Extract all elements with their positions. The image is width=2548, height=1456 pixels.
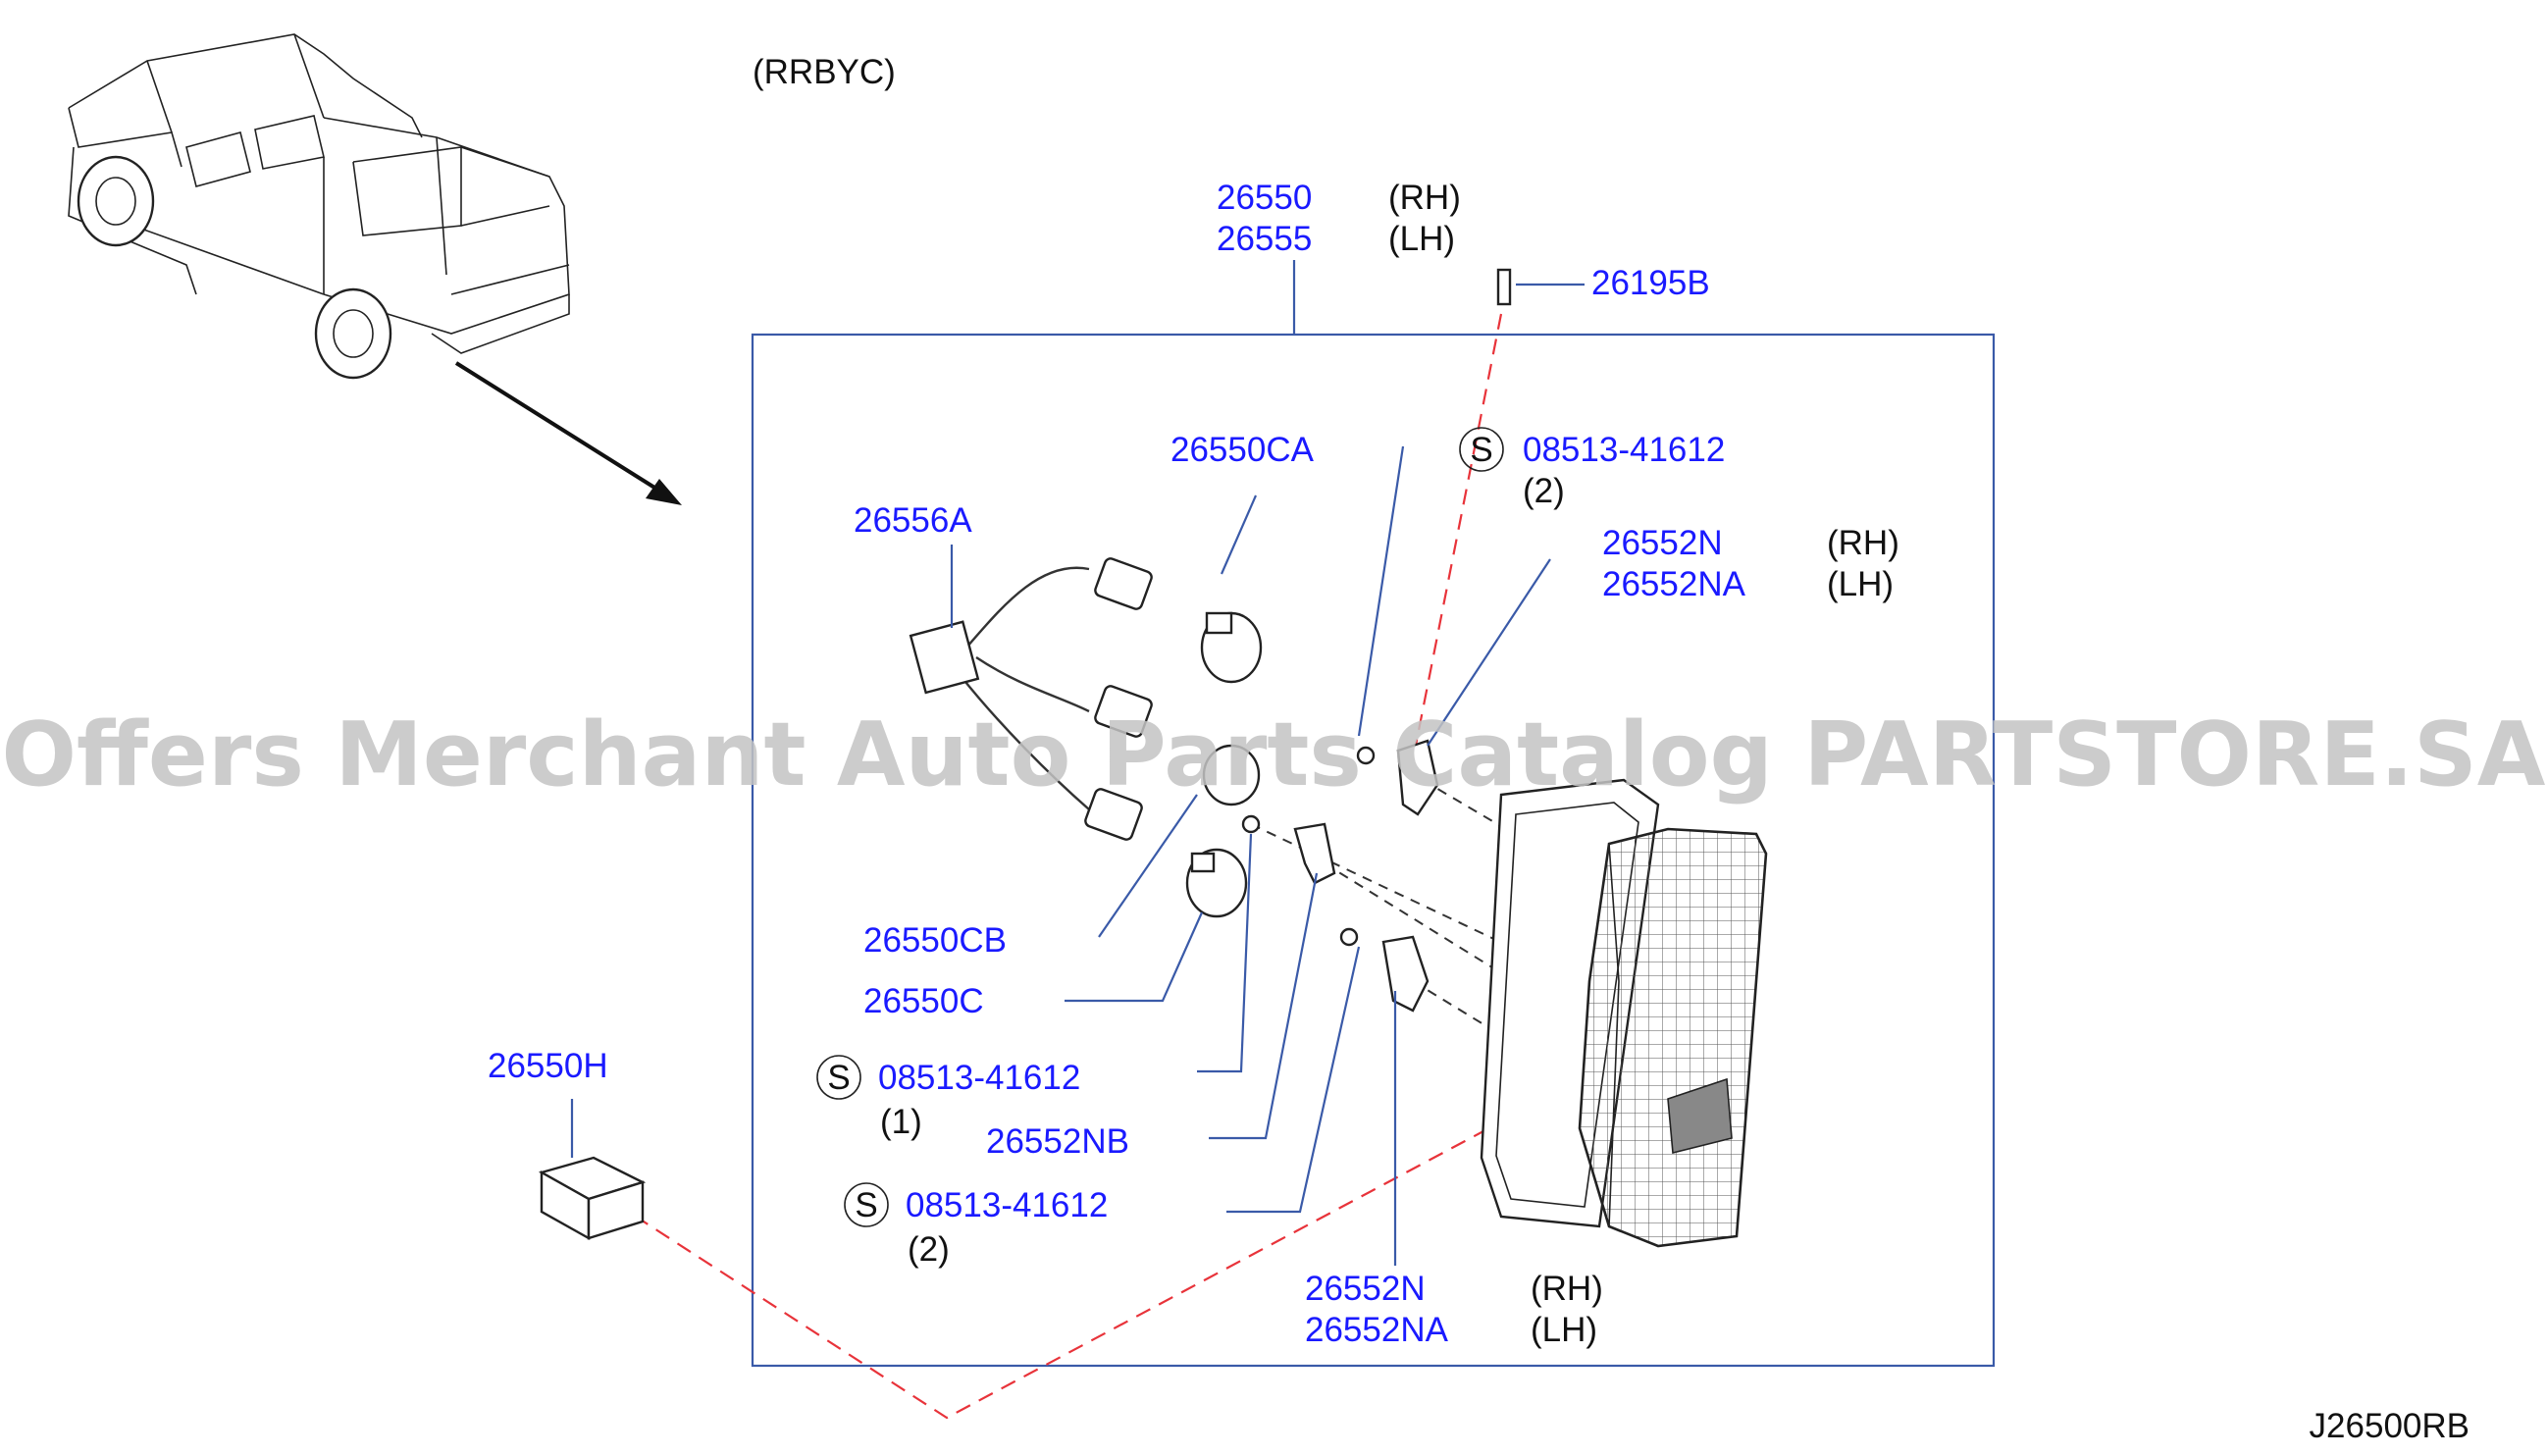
front-wheel xyxy=(77,155,155,247)
part-number-26555[interactable]: 26555 xyxy=(1217,220,1312,258)
part-number-bolt-c[interactable]: 08513-41612 xyxy=(906,1186,1108,1224)
assembly-frame xyxy=(751,333,1996,1368)
bracket-top-lh-side: (LH) xyxy=(1827,565,1894,603)
s-symbol-a xyxy=(1459,427,1504,472)
tail-lamp-lens xyxy=(1578,827,1768,1248)
part-number-26550cb[interactable]: 26550CB xyxy=(863,921,1007,960)
part-number-26550h[interactable]: 26550H xyxy=(488,1047,608,1085)
part-number-26195b[interactable]: 26195B xyxy=(1591,264,1710,302)
red-leader-bottom xyxy=(612,1107,1595,1420)
bulb-26550c xyxy=(1185,848,1248,918)
pad-26550h-icon xyxy=(538,1156,647,1241)
socket-harness xyxy=(909,557,1153,841)
bolt-a-icon xyxy=(1356,746,1376,765)
truck-illustration xyxy=(68,33,682,505)
assembly-lh-side: (LH) xyxy=(1388,220,1455,258)
bolt-c-icon xyxy=(1339,927,1359,947)
bracket-bottom-lh-side: (LH) xyxy=(1531,1311,1597,1349)
bracket-nb-icon xyxy=(1293,822,1336,885)
s-symbol-c-text: S xyxy=(855,1186,877,1224)
part-number-26552n-top[interactable]: 26552N xyxy=(1602,524,1723,562)
part-number-bolt-a[interactable]: 08513-41612 xyxy=(1523,431,1725,469)
part-number-26556a[interactable]: 26556A xyxy=(854,501,972,540)
s-symbol-a-text: S xyxy=(1470,431,1492,469)
part-number-26550[interactable]: 26550 xyxy=(1217,179,1312,217)
bracket-bottom-rh-side: (RH) xyxy=(1531,1270,1603,1308)
watermark: Offers Merchant Auto Parts Catalog PARTS… xyxy=(2,703,2546,806)
bulb-26550ca xyxy=(1200,611,1263,684)
part-number-26552nb[interactable]: 26552NB xyxy=(986,1122,1129,1161)
bracket-top-rh-side: (RH) xyxy=(1827,524,1899,562)
screw-26195b-icon xyxy=(1496,268,1512,306)
diagram-code: J26500RB xyxy=(2310,1407,2470,1445)
model-code: (RRBYC) xyxy=(753,53,896,91)
bolt-c-qty: (2) xyxy=(908,1230,950,1269)
assembly-rh-side: (RH) xyxy=(1388,179,1461,217)
bolt-b-icon xyxy=(1241,814,1261,834)
rear-wheel xyxy=(314,287,392,380)
red-leader-top xyxy=(1406,313,1503,786)
arrow-pointer xyxy=(646,479,682,505)
bulb-26550cb xyxy=(1202,744,1261,806)
part-number-bolt-b[interactable]: 08513-41612 xyxy=(878,1059,1080,1097)
s-symbol-b-text: S xyxy=(827,1059,850,1097)
bolt-a-qty: (2) xyxy=(1523,472,1565,510)
bracket-top-icon xyxy=(1396,739,1439,816)
s-symbol-b xyxy=(816,1055,861,1100)
bracket-bottom-icon xyxy=(1381,935,1430,1013)
part-number-26550ca[interactable]: 26550CA xyxy=(1170,431,1315,469)
part-number-26552na-bottom[interactable]: 26552NA xyxy=(1305,1311,1449,1349)
part-number-26552n-bottom[interactable]: 26552N xyxy=(1305,1270,1426,1308)
s-symbol-c xyxy=(844,1182,889,1227)
part-number-26550c[interactable]: 26550C xyxy=(863,982,984,1020)
part-number-26552na-top[interactable]: 26552NA xyxy=(1602,565,1746,603)
bolt-b-qty: (1) xyxy=(880,1103,922,1141)
